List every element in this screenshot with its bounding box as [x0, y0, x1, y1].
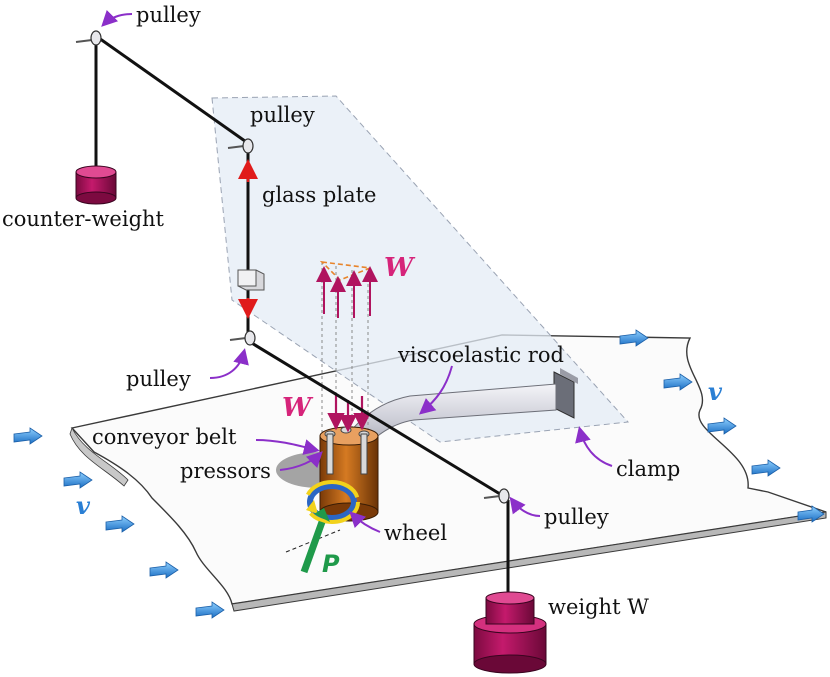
- force-arrow: [285, 508, 341, 574]
- flow-arrow-icon: [797, 505, 825, 523]
- label-pressors: pressors: [180, 459, 271, 483]
- label-pulley-right: pulley: [544, 505, 609, 529]
- flow-arrow-icon: [619, 329, 649, 347]
- label-velocity-left: v: [76, 491, 91, 520]
- label-glass-plate: glass plate: [262, 183, 376, 207]
- label-wheel: wheel: [384, 521, 447, 545]
- pulley-top: [75, 30, 102, 46]
- pulley-mid: [227, 138, 254, 154]
- weight-w: [473, 591, 547, 674]
- label-velocity-right: v: [708, 377, 723, 406]
- wheel-assembly: [276, 426, 379, 524]
- flow-arrow-icon: [707, 417, 737, 435]
- pulley-lower: [229, 330, 256, 346]
- flow-arrow-icon: [105, 515, 135, 533]
- label-pulley-mid: pulley: [250, 103, 315, 127]
- label-force: P: [322, 550, 340, 578]
- projection-lines: [321, 262, 369, 440]
- counter-weight: [75, 165, 117, 205]
- flow-arrow-icon: [149, 561, 179, 579]
- label-pulley-top: pulley: [136, 3, 201, 27]
- label-counter-weight: counter-weight: [2, 207, 165, 231]
- leader-arrows: [101, 9, 613, 533]
- label-viscoelastic-rod: viscoelastic rod: [397, 343, 564, 367]
- conveyor-belt: [69, 334, 827, 612]
- flow-arrow-icon: [13, 427, 43, 445]
- flow-arrows: [13, 329, 825, 619]
- cable-connector: [237, 269, 265, 291]
- label-load-lower: W: [282, 393, 314, 423]
- flow-arrow-icon: [63, 471, 93, 489]
- label-clamp: clamp: [616, 457, 680, 481]
- flow-arrow-icon: [663, 373, 693, 391]
- load-triangle: [316, 260, 378, 318]
- label-pulley-lower: pulley: [126, 367, 191, 391]
- label-conveyor-belt: conveyor belt: [92, 425, 237, 449]
- label-weight: weight W: [548, 595, 649, 619]
- label-load-upper: W: [384, 253, 416, 283]
- pulley-right: [483, 488, 510, 504]
- glass-plate: [211, 95, 630, 443]
- flow-arrow-icon: [195, 601, 225, 619]
- flow-arrow-icon: [751, 459, 781, 477]
